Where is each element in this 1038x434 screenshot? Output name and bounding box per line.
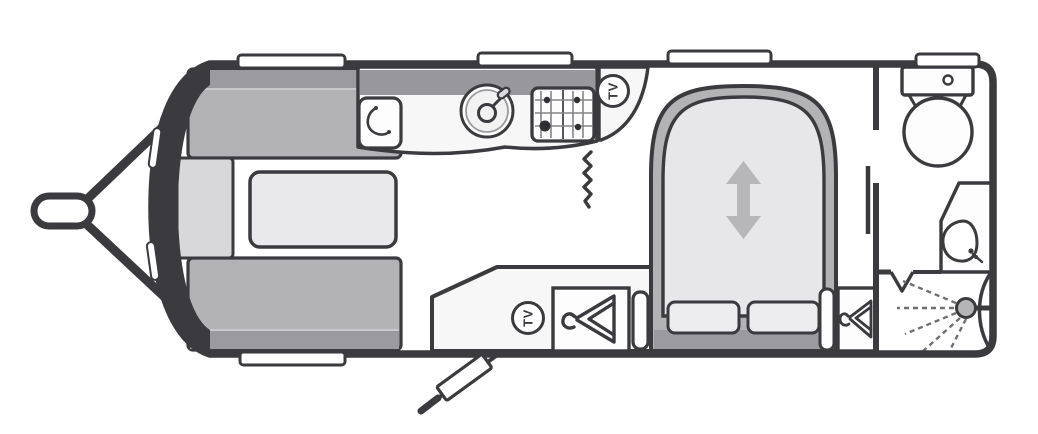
window-lounge-top — [236, 53, 347, 70]
entrance-door — [417, 353, 498, 415]
washbasin — [939, 181, 996, 274]
bed-foot-band — [654, 330, 833, 349]
sofa-bottom-back-band — [190, 331, 399, 349]
tv-label-front: TV — [606, 82, 621, 100]
entrance-unit: TV — [430, 265, 653, 353]
sofa-top-back-band — [190, 70, 399, 88]
shower-spray-icon — [897, 279, 968, 357]
window-lounge-bottom — [238, 350, 347, 367]
door-stub — [417, 394, 442, 415]
bed-extend-arrow-icon — [726, 161, 761, 239]
heater-icon — [582, 150, 593, 209]
folding-door-icon — [889, 271, 915, 293]
bedside-slot-right — [818, 287, 836, 352]
tv-icon — [596, 74, 630, 108]
basin-bowl-icon — [941, 219, 979, 263]
toilet — [900, 65, 975, 168]
tv-point-front: TV — [596, 65, 650, 142]
bedside-slot-left — [631, 290, 650, 351]
front-lounge — [175, 67, 403, 352]
front-chest — [175, 156, 235, 260]
toilet-bowl — [902, 96, 974, 168]
shower — [897, 273, 992, 357]
washroom — [865, 64, 996, 357]
nose-strip-bottom — [145, 241, 161, 281]
windows — [236, 49, 981, 367]
hob-icon — [530, 86, 596, 143]
nose-strip-top — [147, 127, 163, 169]
shower-screen-arc — [977, 273, 992, 350]
front-nose — [152, 64, 210, 354]
pillow-right — [746, 300, 821, 335]
hitch-coupling-icon — [30, 192, 96, 230]
kitchen-unit — [356, 65, 599, 156]
window-washroom — [914, 52, 981, 69]
flush-button-icon — [942, 74, 954, 86]
island-bed — [649, 83, 838, 353]
sink-icon — [459, 83, 515, 139]
dining-table — [248, 170, 398, 249]
wardrobe-right — [836, 286, 878, 353]
door-step — [435, 353, 493, 402]
hanger-icon-small — [838, 299, 873, 339]
basin-tap-icon — [971, 252, 984, 264]
shower-head-icon — [955, 297, 977, 319]
toilet-cistern — [900, 65, 975, 97]
worktop-flap — [357, 96, 403, 150]
hitch-bar-bottom — [75, 213, 177, 309]
tv-label-rear: TV — [521, 309, 536, 327]
window-bedroom — [666, 49, 773, 66]
hanger-icon — [561, 294, 616, 344]
pillow-left — [666, 300, 741, 335]
tv-icon-rear — [511, 301, 545, 335]
hinge-arc-icon — [366, 106, 391, 136]
window-kitchen — [476, 51, 574, 68]
